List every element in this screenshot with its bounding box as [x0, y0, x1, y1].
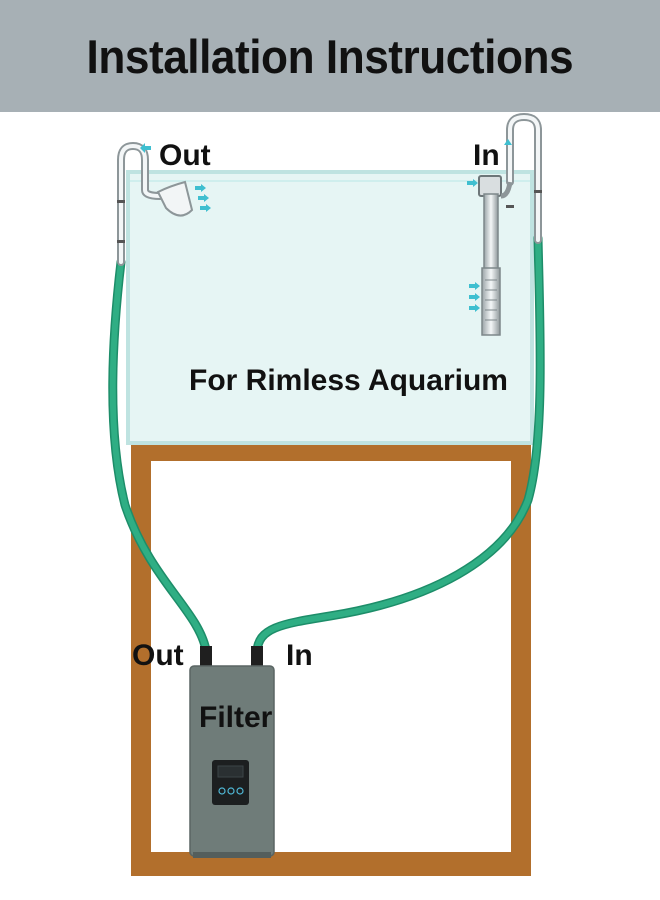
- aquarium-tank: [126, 170, 534, 445]
- hose-in: [252, 233, 545, 657]
- filter-canister: [189, 646, 275, 858]
- flow-arrow-icon: [140, 139, 512, 312]
- page-title: Installation Instructions: [86, 29, 574, 83]
- tank-in-label: In: [473, 139, 500, 172]
- header-banner: Installation Instructions: [0, 0, 660, 112]
- filter-out-label: Out: [132, 639, 184, 672]
- tank-caption: For Rimless Aquarium: [189, 364, 508, 397]
- filter-label: Filter: [199, 701, 273, 734]
- tank-out-label: Out: [159, 139, 211, 172]
- display-panel-icon: [212, 760, 249, 805]
- intake-pipe-icon: [478, 112, 542, 336]
- filter-in-label: In: [286, 639, 313, 672]
- hose-out: [108, 257, 211, 655]
